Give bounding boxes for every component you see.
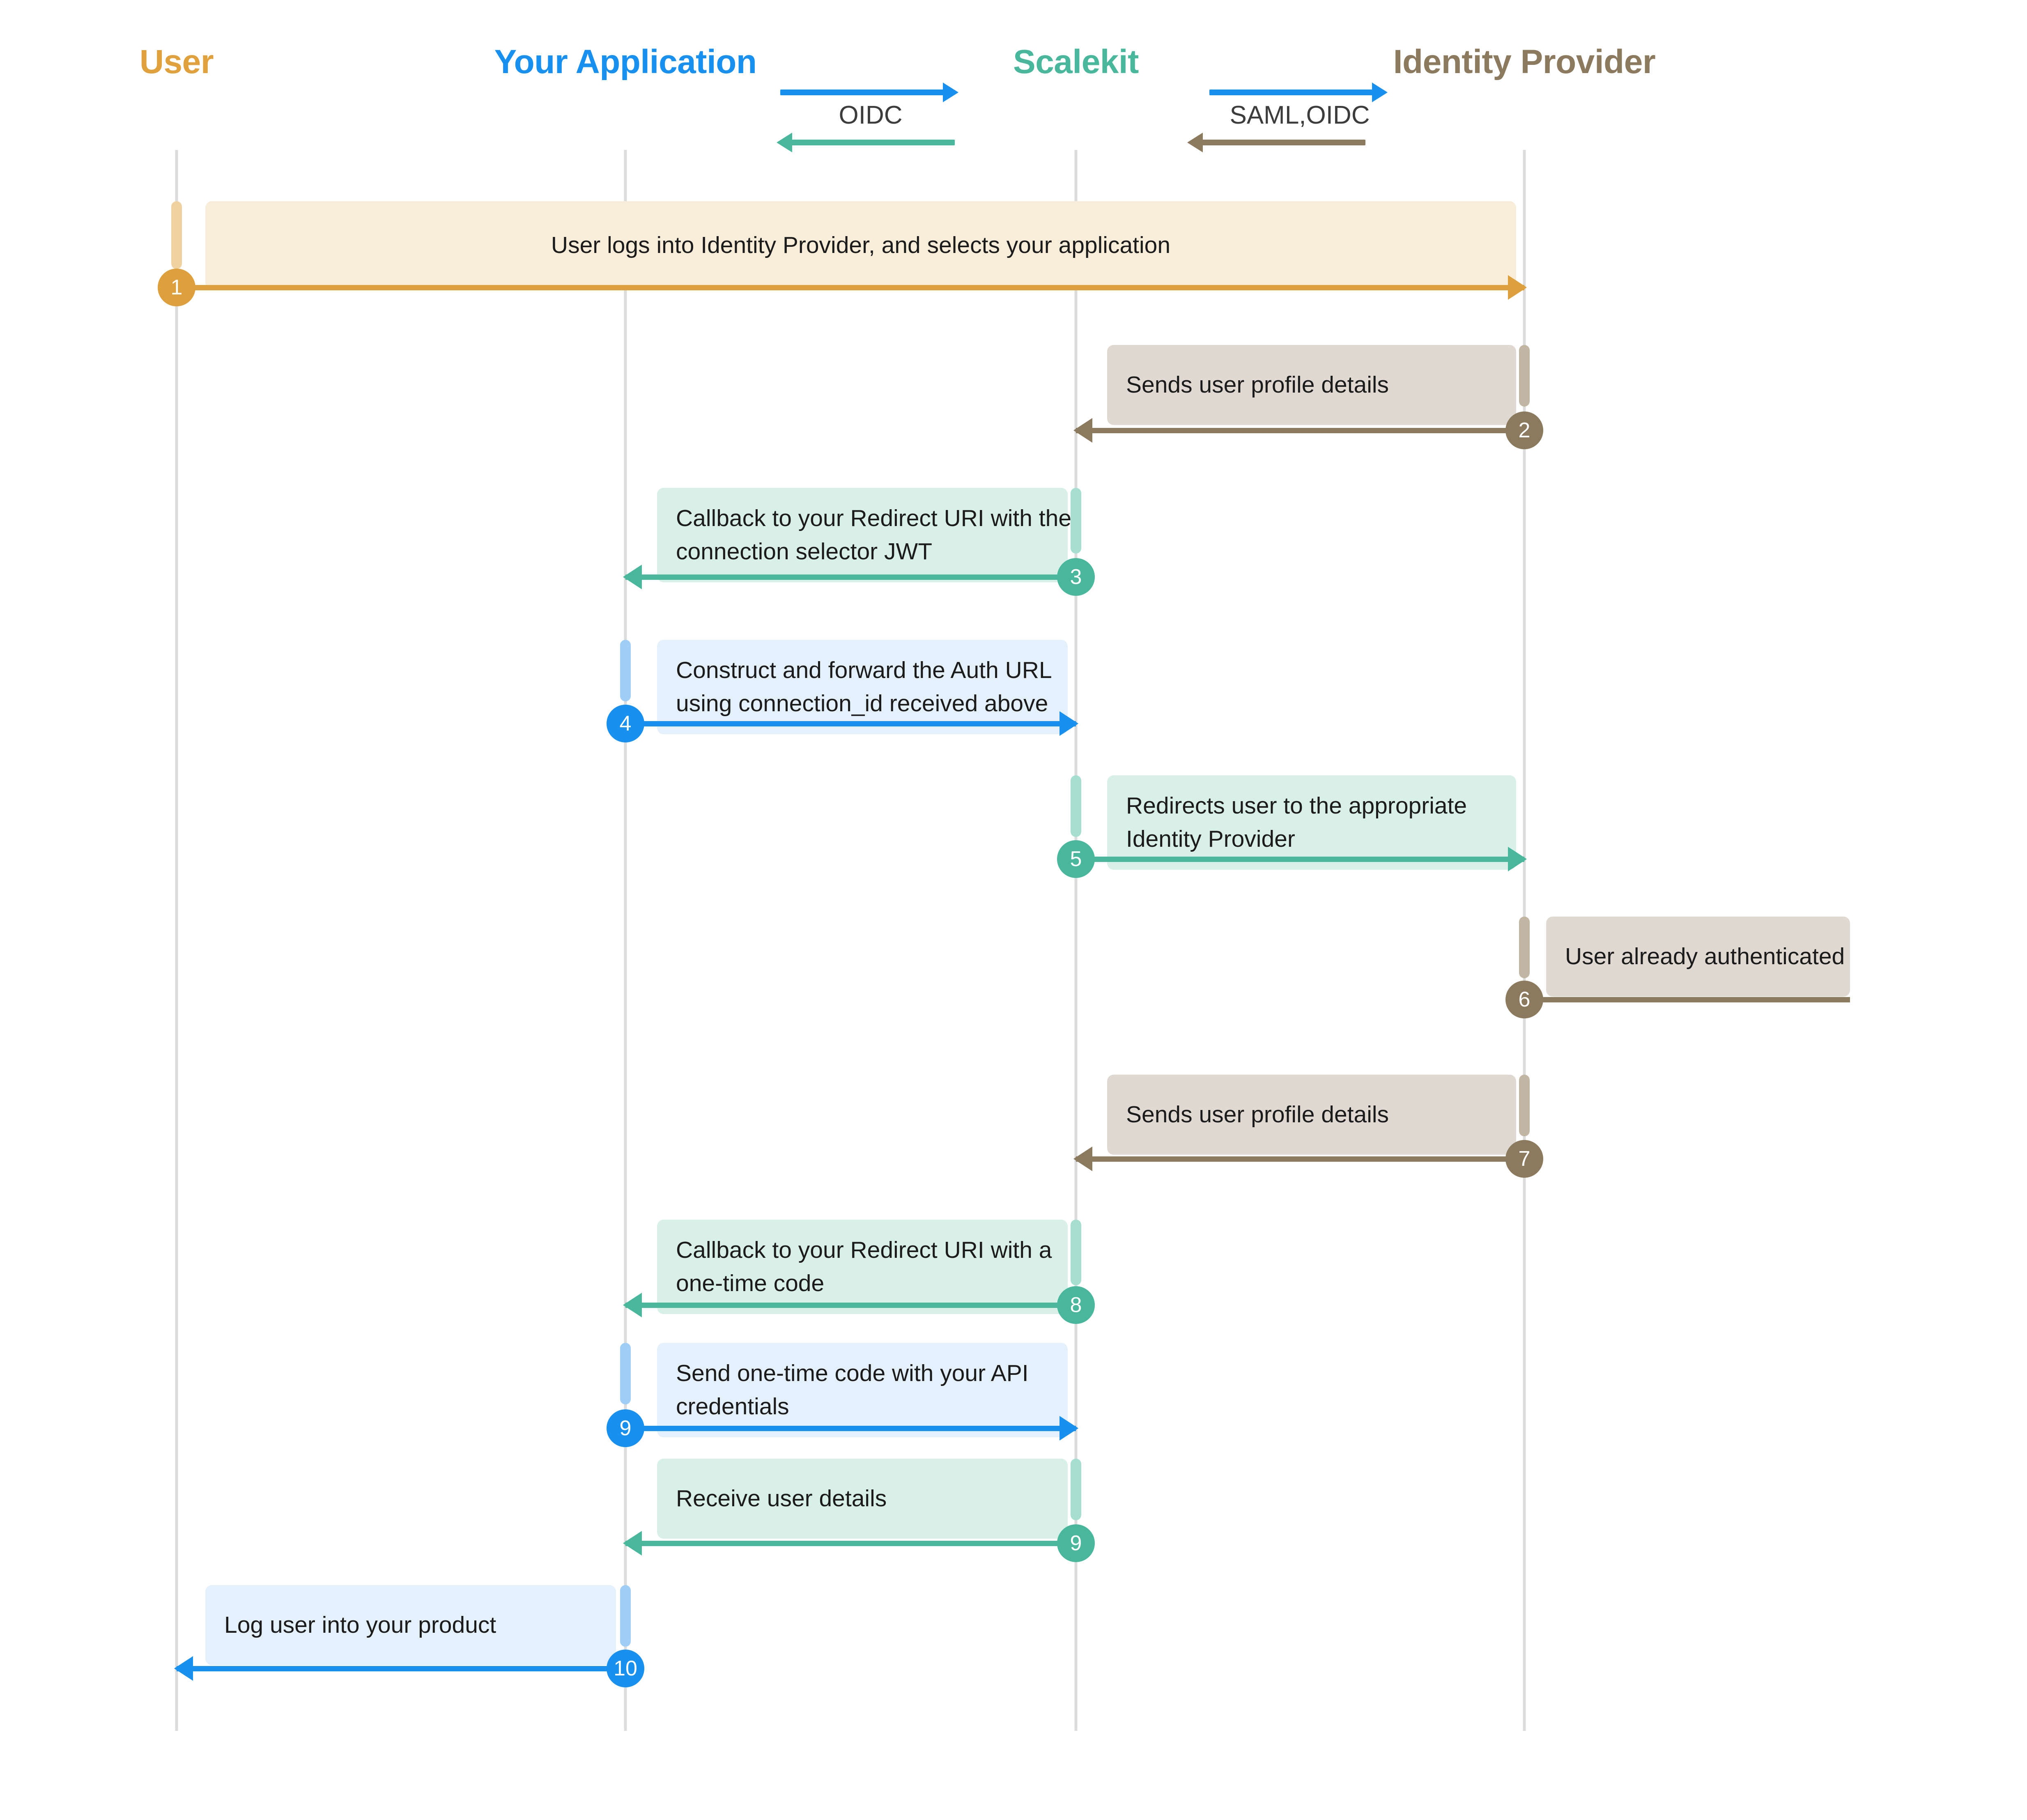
message-text-line: connection selector JWT xyxy=(676,538,933,565)
step-number-badge: 6 xyxy=(1505,981,1543,1018)
message-box-step-8: Callback to your Redirect URI with a one-… xyxy=(657,1220,1068,1314)
message-arrow-step-10 xyxy=(625,1541,1076,1546)
actor-label-scalekit: Scalekit xyxy=(1013,43,1139,80)
message-text-line: one-time code xyxy=(676,1270,825,1296)
message-text-line: Construct and forward the Auth URL xyxy=(676,657,1052,684)
message-text-line: Sends user profile details xyxy=(1126,372,1389,398)
message-arrow-step-2 xyxy=(1076,428,1524,433)
message-arrow-step-7 xyxy=(1076,1156,1524,1162)
message-arrow-step-8 xyxy=(625,1303,1076,1308)
message-arrow-step-3 xyxy=(625,574,1076,580)
arrow-head-left-icon xyxy=(174,1656,193,1681)
arrow-head-right-icon xyxy=(1059,711,1078,736)
message-text-line: Receive user details xyxy=(676,1485,887,1512)
message-text-line: using connection_id received above xyxy=(676,690,1048,717)
arrow-head-left-icon xyxy=(777,133,792,152)
message-text-line: Send one-time code with your API xyxy=(676,1360,1029,1387)
step-number-badge: 3 xyxy=(1057,558,1095,596)
message-text-line: User already authenticated xyxy=(1565,943,1845,970)
activation-bar-step-2 xyxy=(1519,345,1530,407)
arrow-head-right-icon xyxy=(1508,847,1527,871)
step-number-badge: 7 xyxy=(1505,1140,1543,1178)
activation-bar-step-5 xyxy=(1071,775,1081,837)
message-arrow-step-11 xyxy=(177,1666,625,1671)
activation-bar-step-7 xyxy=(1519,1075,1530,1136)
activation-bar-step-3 xyxy=(1071,488,1081,554)
step-number-badge: 10 xyxy=(607,1650,644,1687)
arrow-head-left-icon xyxy=(1073,1147,1092,1171)
step-number-badge: 5 xyxy=(1057,840,1095,878)
message-arrow-step-4 xyxy=(625,721,1076,726)
message-arrow-step-9 xyxy=(625,1426,1076,1431)
message-box-step-3: Callback to your Redirect URI with the co… xyxy=(657,488,1072,582)
arrow-head-left-icon xyxy=(1187,133,1203,152)
lifeline-user xyxy=(175,150,178,1731)
activation-bar-step-9 xyxy=(620,1343,631,1404)
activation-bar-step-1 xyxy=(171,201,182,269)
activation-bar-step-10 xyxy=(1071,1459,1081,1520)
message-text-line: Callback to your Redirect URI with a xyxy=(676,1237,1052,1264)
activation-bar-step-11 xyxy=(620,1585,631,1647)
message-arrow-step-6 xyxy=(1524,997,1850,1002)
message-box-step-4: Construct and forward the Auth URL using … xyxy=(657,640,1068,734)
legend-label-oidc: OIDC xyxy=(839,101,903,129)
message-box-step-2: Sends user profile details xyxy=(1107,345,1516,425)
step-number-badge: 8 xyxy=(1057,1286,1095,1324)
activation-bar-step-8 xyxy=(1071,1220,1081,1285)
arrow-head-right-icon xyxy=(1508,275,1527,300)
step-number-badge: 9 xyxy=(607,1409,644,1447)
actor-label-user: User xyxy=(139,43,214,80)
arrow-head-right-icon xyxy=(943,83,958,102)
message-box-step-6: User already authenticated xyxy=(1546,917,1850,997)
arrow-head-left-icon xyxy=(623,1531,642,1556)
message-box-step-1: User logs into Identity Provider, and se… xyxy=(205,201,1516,290)
message-box-step-7: Sends user profile details xyxy=(1107,1075,1516,1155)
legend-arrow-right-oidc xyxy=(780,83,958,102)
message-text-line: Sends user profile details xyxy=(1126,1101,1389,1128)
step-number-badge: 1 xyxy=(158,269,195,306)
legend-label-saml-oidc: SAML,OIDC xyxy=(1230,101,1370,129)
activation-bar-step-4 xyxy=(620,640,631,701)
step-number-badge: 9 xyxy=(1057,1524,1095,1562)
message-box-step-11: Log user into your product xyxy=(205,1585,616,1665)
message-text-line: Redirects user to the appropriate xyxy=(1126,793,1467,819)
message-text-line: User logs into Identity Provider, and se… xyxy=(551,232,1171,259)
message-text-line: Callback to your Redirect URI with the xyxy=(676,505,1072,532)
arrow-head-left-icon xyxy=(623,565,642,589)
message-box-step-9: Send one-time code with your API credenti… xyxy=(657,1343,1068,1437)
actor-label-idp: Identity Provider xyxy=(1393,43,1656,80)
arrow-head-left-icon xyxy=(623,1293,642,1317)
legend-arrow-left-oidc xyxy=(777,133,955,152)
legend-arrow-left-saml-oidc xyxy=(1187,133,1365,152)
lifeline-scalekit xyxy=(1074,150,1078,1731)
activation-bar-step-6 xyxy=(1519,917,1530,978)
message-text-line: Identity Provider xyxy=(1126,826,1295,852)
message-arrow-step-1 xyxy=(177,285,1524,290)
step-number-badge: 4 xyxy=(607,705,644,742)
lifeline-app xyxy=(624,150,627,1731)
actor-label-app: Your Application xyxy=(494,43,757,80)
message-text-line: Log user into your product xyxy=(224,1612,496,1638)
arrow-head-right-icon xyxy=(1059,1416,1078,1441)
message-arrow-step-5 xyxy=(1076,857,1524,862)
message-box-step-10: Receive user details xyxy=(657,1459,1068,1539)
message-text-line: credentials xyxy=(676,1393,789,1420)
arrow-head-right-icon xyxy=(1372,83,1388,102)
arrow-head-left-icon xyxy=(1073,418,1092,443)
legend-arrow-right-saml-oidc xyxy=(1209,83,1388,102)
step-number-badge: 2 xyxy=(1505,411,1543,449)
